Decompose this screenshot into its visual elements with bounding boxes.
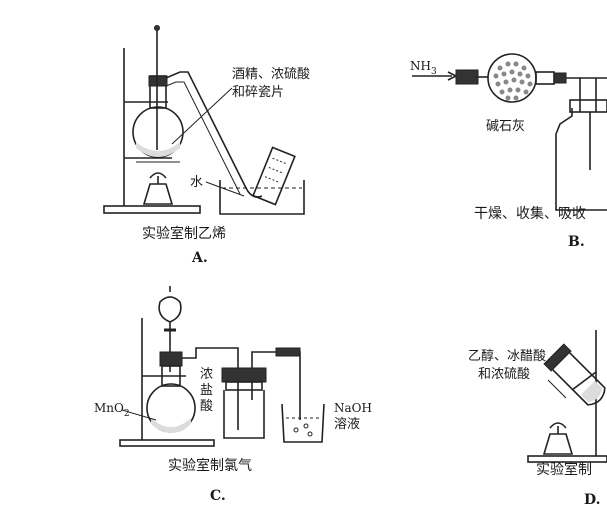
beaker-c [281,403,325,443]
reagent-label-a-2: 和碎瓷片 [232,85,284,100]
leader-reagent-d [547,379,567,399]
water-trough-a [219,180,305,215]
rubber-tube-c [275,347,301,357]
stand-base-a [103,205,201,214]
panel-a: 酒精、浓硫酸 和碎瓷片 水 实验室制乙烯 A. [103,25,310,266]
reagent-label-d-1: 乙醇、冰醋酸 [468,348,546,364]
letter-a: A. [191,250,208,266]
absorbent-label-b: 碱石灰 [486,119,525,134]
collecting-bottle-b [555,108,607,211]
delivery-tube-inner-a [165,81,241,195]
stand-base-d [527,455,607,463]
wash-bottle-c [223,390,265,439]
test-tube-d [543,343,606,406]
reagent-label-d-2: 和浓硫酸 [478,367,530,382]
delivery-tube-a [165,71,263,198]
letter-d: D. [584,492,601,508]
caption-d: 实验室制 [536,461,592,478]
caption-c: 实验室制氯气 [168,457,252,474]
acid-label-c-3: 酸 [200,399,213,414]
naoh-label-c-1: NaOH [334,401,372,415]
connect-tube-b [566,77,581,112]
flask-neck-c [161,365,181,387]
alcohol-lamp-a [142,183,174,205]
stopper-c [159,351,183,367]
acid-label-c-1: 浓 [200,367,213,382]
letter-b: B. [568,234,585,250]
bottle-stopper-c [221,367,267,383]
svg-text:MnO2: MnO2 [94,401,130,419]
stopper-left-b [455,69,479,85]
mno2-label-c: MnO [94,401,124,415]
letter-c: C. [210,488,226,504]
naoh-label-c-2: 溶液 [334,417,360,432]
caption-b: 干燥、收集、吸收 [474,205,586,222]
alcohol-lamp-d [542,433,574,455]
stopper-right-b [553,72,567,84]
flask-liquid-c [151,418,191,433]
gas-label-b: NH [410,59,431,73]
flame-a [149,172,167,179]
leader-water-a [205,181,245,197]
caption-a: 实验室制乙烯 [142,225,226,242]
flask-liquid-a [136,142,180,157]
svg-text:NH3: NH3 [410,59,437,77]
flame-d [549,422,567,429]
mno2-sub-c: 2 [124,409,130,419]
thermometer-bulb-top-a [154,25,160,31]
bottle-stopper-b [569,99,607,113]
panel-d: 乙醇、冰醋酸 和浓硫酸 实验室制 D. [468,330,607,508]
soda-lime-granules-b [493,61,533,101]
gas-label-sub-b: 3 [431,67,437,77]
separatory-funnel-c [158,296,182,323]
leader-mno2-c [121,409,157,421]
acid-label-c-2: 盐 [200,383,213,398]
stopper-a [148,75,168,87]
leader-reagent-a [171,87,233,145]
panel-b: NH3 碱石灰 干燥、收集、吸收 B. [410,53,607,250]
reagent-label-a-1: 酒精、浓硫酸 [232,67,310,82]
tube-to-bottle-c [182,347,239,382]
collection-tube-a [252,146,296,206]
stand-base-c [119,439,215,447]
tube-to-beaker-c [251,351,301,420]
panel-c: 浓 盐 酸 MnO2 NaOH 溶液 实验室制氯气 C. [94,286,372,504]
water-label-a: 水 [190,175,203,190]
